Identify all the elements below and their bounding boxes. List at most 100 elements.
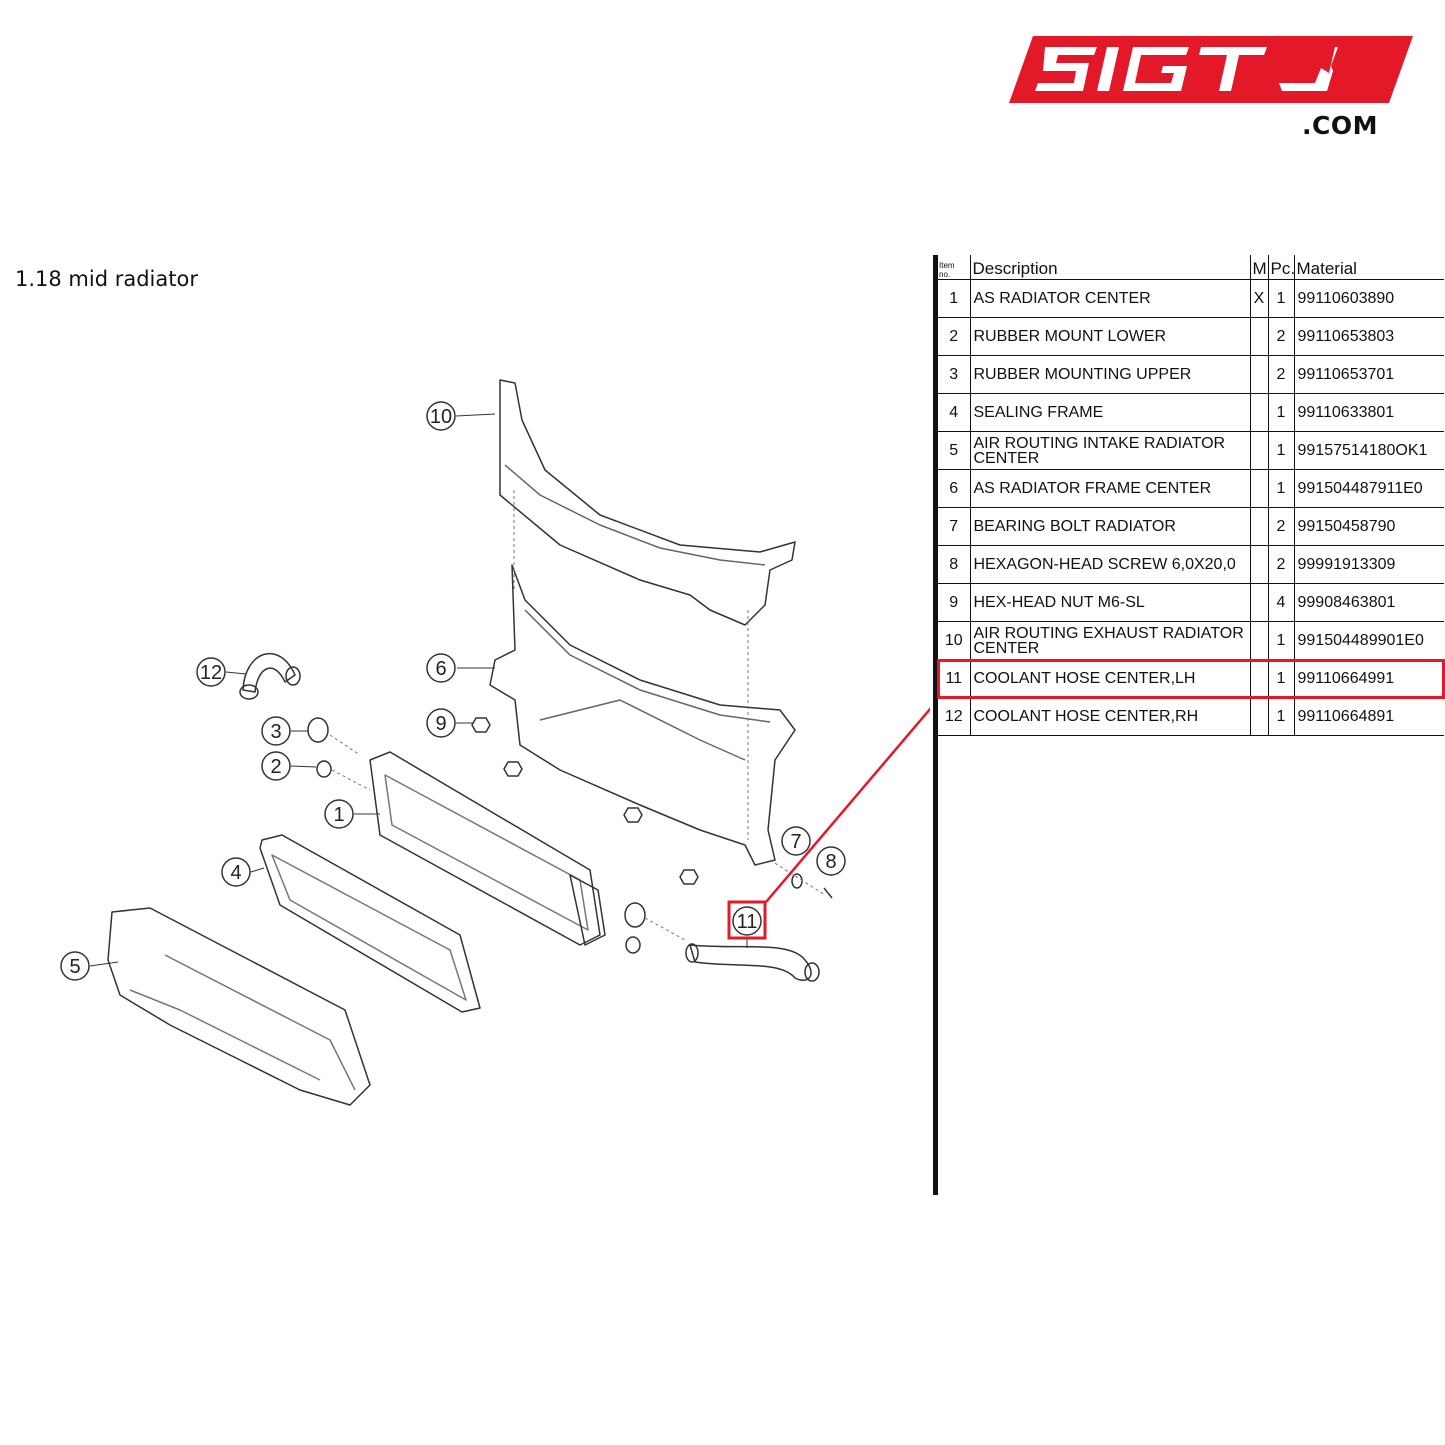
cell-m xyxy=(1249,317,1268,356)
leader-lines xyxy=(89,413,748,967)
cell-material: 99157514180OK1 xyxy=(1293,431,1444,470)
callout-label: 11 xyxy=(737,911,758,933)
cell-pc: 1 xyxy=(1267,697,1294,736)
leader-line xyxy=(89,961,119,967)
callout-8[interactable]: 8 xyxy=(816,846,846,876)
part-bearing-bolt xyxy=(791,873,803,889)
callout-label: 8 xyxy=(825,851,836,873)
part-radiator-frame-detail xyxy=(524,609,771,761)
callout-5[interactable]: 5 xyxy=(60,951,90,981)
callout-label: 4 xyxy=(230,862,241,884)
cell-no: 5 xyxy=(938,431,970,470)
cell-pc: 2 xyxy=(1267,317,1294,356)
part-radiator-core xyxy=(384,774,589,931)
part-hose-rh xyxy=(242,653,296,693)
cell-material: 99110664891 xyxy=(1293,697,1444,736)
cell-no: 9 xyxy=(938,583,970,622)
cell-material: 99110603890 xyxy=(1293,279,1444,318)
cell-material: 99110653803 xyxy=(1293,317,1444,356)
logo-domain: .COM xyxy=(1302,111,1378,140)
cell-no: 6 xyxy=(938,469,970,508)
header-pc: Pc. xyxy=(1267,255,1295,280)
cell-m xyxy=(1249,545,1268,584)
cell-no: 4 xyxy=(938,393,970,432)
cell-no: 12 xyxy=(938,697,970,736)
cell-material: 99110664991 xyxy=(1293,659,1444,698)
callout-9[interactable]: 9 xyxy=(426,708,456,738)
header-m: M xyxy=(1249,255,1268,280)
header-material: Material xyxy=(1293,255,1444,280)
callout-label: 2 xyxy=(270,756,281,778)
callout-circle xyxy=(261,716,291,746)
cell-material: 99110653701 xyxy=(1293,355,1444,394)
leader-line xyxy=(290,765,317,768)
callout-label: 7 xyxy=(790,831,801,853)
cell-pc: 4 xyxy=(1267,583,1294,622)
callout-10[interactable]: 10 xyxy=(426,401,456,431)
diagram-parts xyxy=(107,379,833,1106)
part-hose-lh xyxy=(689,944,812,981)
callout-6[interactable]: 6 xyxy=(426,653,456,683)
callout-11[interactable]: 11 xyxy=(732,906,762,936)
leader-line xyxy=(225,671,247,675)
part-air-routing-intake xyxy=(107,907,371,1106)
callout-2[interactable]: 2 xyxy=(261,751,291,781)
callout-12[interactable]: 12 xyxy=(196,657,226,687)
cell-no: 2 xyxy=(938,317,970,356)
cell-description: RUBBER MOUNTING UPPER xyxy=(969,355,1250,394)
alignment-line xyxy=(769,859,826,896)
callout-label: 9 xyxy=(435,713,446,735)
cell-m xyxy=(1249,355,1268,394)
part-hose-lh-end2 xyxy=(804,962,820,982)
cell-no: 3 xyxy=(938,355,970,394)
callout-1[interactable]: 1 xyxy=(324,799,354,829)
cell-description: COOLANT HOSE CENTER,RH xyxy=(969,697,1250,736)
sigt3-logo-graphic xyxy=(1009,36,1413,103)
callout-4[interactable]: 4 xyxy=(221,857,251,887)
cell-m xyxy=(1249,583,1268,622)
alignment-line xyxy=(329,734,361,756)
part-nut-2 xyxy=(503,761,523,777)
part-sealing-frame-inner xyxy=(271,854,467,1001)
part-nut-1 xyxy=(471,717,491,733)
part-hose-rh-end xyxy=(239,684,259,700)
callout-circle xyxy=(426,708,456,738)
part-radiator-frame xyxy=(489,564,796,866)
cell-m xyxy=(1249,697,1268,736)
callout-circle xyxy=(60,951,90,981)
part-sealing-frame xyxy=(259,834,481,1013)
cell-pc: 1 xyxy=(1267,393,1294,432)
part-radiator xyxy=(369,751,601,946)
part-rubber-mount-upper-2 xyxy=(624,902,646,928)
leader-line xyxy=(455,413,496,417)
callout-3[interactable]: 3 xyxy=(261,716,291,746)
cell-no: 10 xyxy=(938,621,970,660)
cell-material: 99908463801 xyxy=(1293,583,1444,622)
cell-pc: 2 xyxy=(1267,507,1294,546)
callout-7[interactable]: 7 xyxy=(781,826,811,856)
brand-logo[interactable]: .COM xyxy=(1005,33,1415,145)
cell-pc: 1 xyxy=(1267,659,1294,698)
cell-description: RUBBER MOUNT LOWER xyxy=(969,317,1250,356)
part-hose-rh-end2 xyxy=(285,666,301,686)
section-title: 1.18 mid radiator xyxy=(15,267,198,291)
cell-pc: 2 xyxy=(1267,545,1294,584)
parts-list-rule xyxy=(933,255,938,1195)
cell-pc: 1 xyxy=(1267,621,1294,660)
cell-description: SEALING FRAME xyxy=(969,393,1250,432)
